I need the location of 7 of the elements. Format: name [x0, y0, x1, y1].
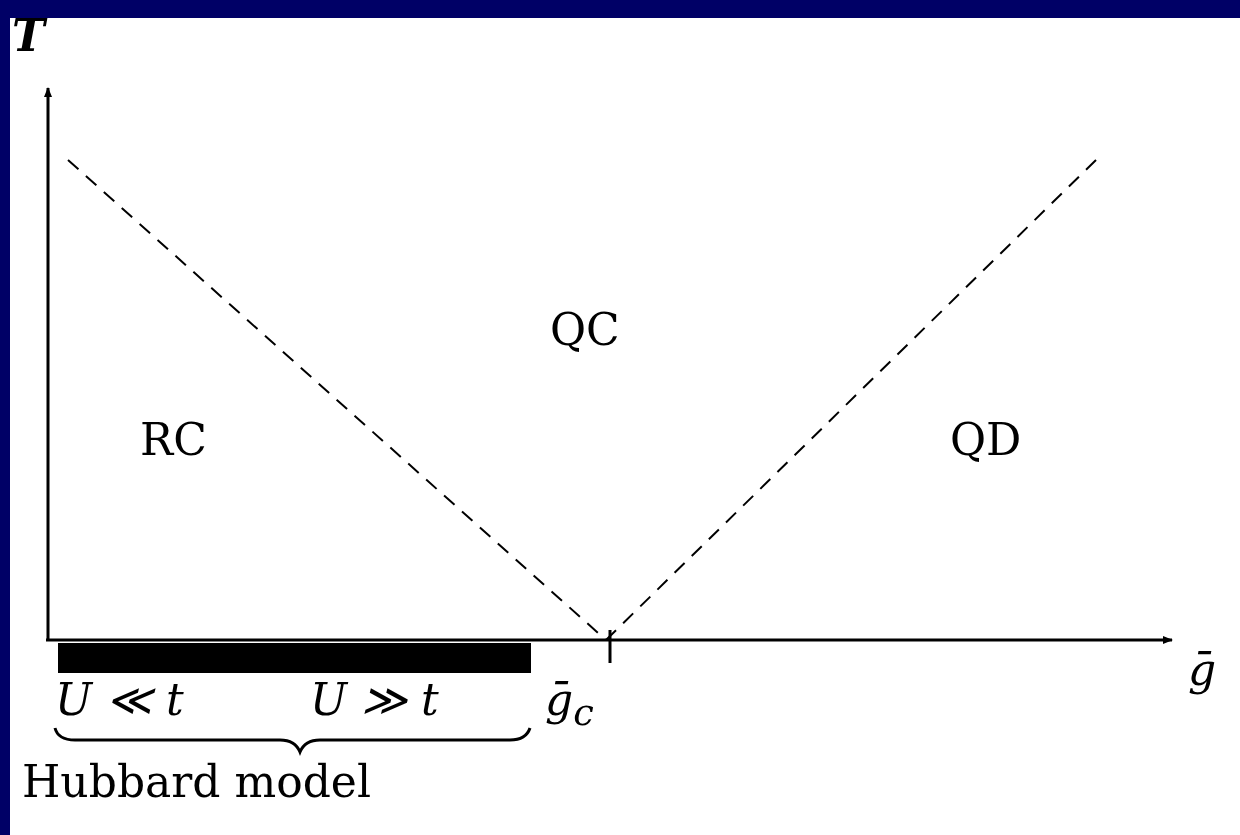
math-label: ḡ$_{c}$	[545, 678, 594, 732]
region-label: RC	[140, 418, 207, 462]
region-label: QC	[550, 308, 620, 352]
region-label: QD	[950, 418, 1022, 462]
math-label: U ≪ t	[55, 678, 184, 722]
model-label: Hubbard model	[22, 760, 371, 804]
math-label: U ≫ t	[310, 678, 439, 722]
